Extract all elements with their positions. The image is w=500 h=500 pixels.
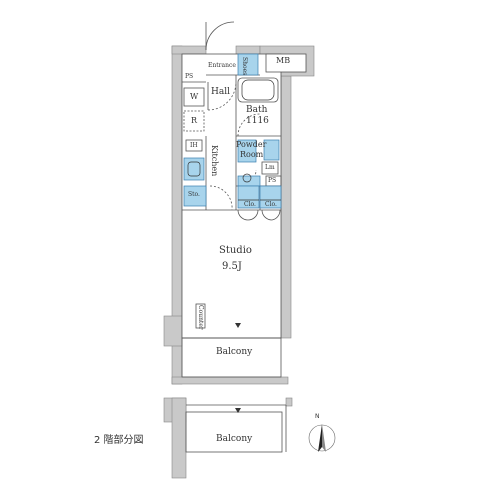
label-balcony-main: Balcony <box>216 347 253 357</box>
label-counter: Counter <box>197 305 204 330</box>
label-floor-note: 2 階部分図 <box>94 435 144 446</box>
label-hall: Hall <box>211 87 230 97</box>
label-ps-mid: PS <box>268 177 277 184</box>
label-r: R <box>191 116 198 125</box>
label-north: N <box>315 413 320 420</box>
label-ih: IH <box>190 142 198 149</box>
label-mb: MB <box>276 56 291 65</box>
label-sto: Sto. <box>188 191 200 198</box>
label-entrance: Entrance <box>208 62 236 69</box>
label-lm: Lm <box>265 164 275 171</box>
north-arrow-icon <box>308 424 336 452</box>
label-powder-2: Room <box>240 150 264 159</box>
label-clo-1: Clo. <box>244 201 256 208</box>
label-clo-2: Clo. <box>265 201 277 208</box>
fixture-details <box>187 79 281 201</box>
label-bath-size: 1116 <box>246 116 269 126</box>
label-studio: Studio <box>219 245 252 256</box>
label-kitchen: Kitchen <box>210 145 219 177</box>
label-powder-1: Powder <box>236 140 267 149</box>
label-studio-size: 9.5J <box>222 261 242 272</box>
label-ps-top: PS <box>185 73 194 80</box>
label-bath: Bath <box>246 105 268 115</box>
blue-fixtures <box>183 53 282 209</box>
label-w: W <box>190 92 199 101</box>
label-shoes: Shoes <box>241 57 248 76</box>
entry-arrows <box>235 323 241 413</box>
walls <box>163 45 315 479</box>
label-balcony-upper: Balcony <box>216 434 253 444</box>
